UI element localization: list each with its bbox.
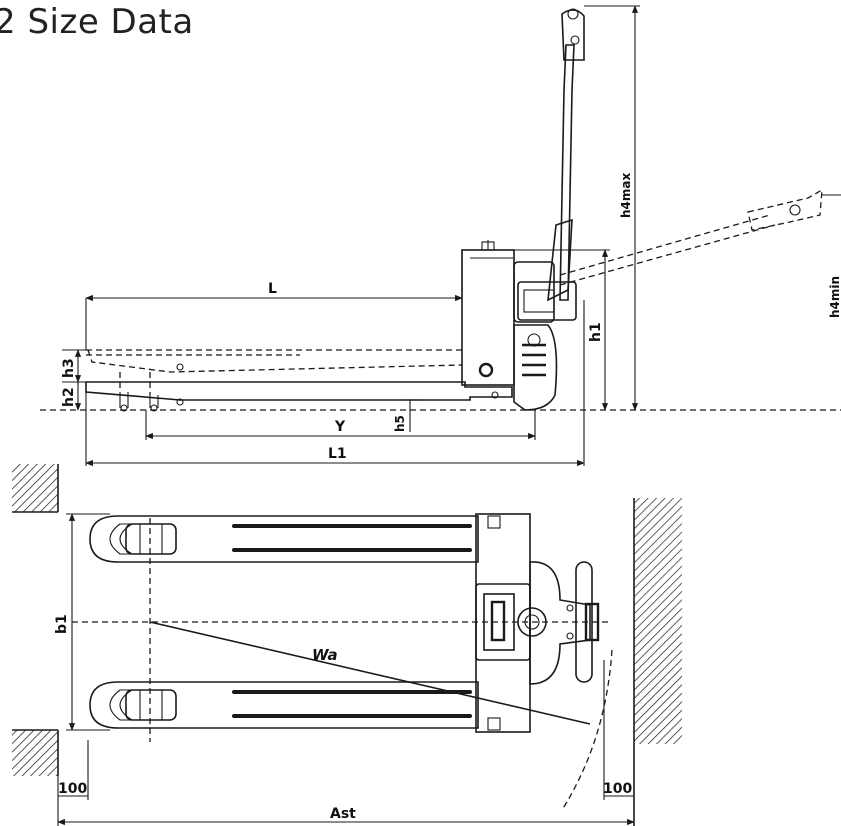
wall-right: [634, 498, 682, 744]
label-h3: h3: [61, 358, 77, 378]
dim-Y: Y: [145, 410, 536, 440]
dim-clearance-right: 100: [603, 660, 634, 800]
dim-h5: h5: [393, 399, 420, 432]
dim-b1: b1: [54, 513, 110, 731]
label-b1: b1: [54, 614, 70, 634]
label-clearance-right: 100: [603, 781, 632, 797]
turning-arc: [561, 649, 613, 811]
dim-Ast: Ast: [57, 806, 635, 826]
label-h2: h2: [61, 387, 77, 407]
drive-unit: [513, 261, 577, 411]
fork-upper: [89, 515, 479, 563]
label-h1: h1: [588, 322, 604, 342]
label-Y: Y: [334, 419, 346, 435]
wall-bottom-left: [12, 730, 58, 776]
fork-lower: [89, 681, 479, 729]
dim-L: L: [85, 250, 463, 350]
side-view: L h3 h2 Y h5 L1: [40, 5, 841, 467]
label-h5: h5: [393, 415, 407, 432]
label-L1: L1: [328, 446, 347, 462]
dim-L1: L1: [85, 300, 585, 467]
label-h4max: h4max: [619, 173, 633, 218]
tiller-upright: [547, 8, 585, 302]
chassis-bolt: [478, 362, 494, 378]
wall-top-left: [12, 464, 58, 512]
dim-h1: h1: [514, 249, 610, 411]
dim-clearance-left: 100: [57, 740, 89, 826]
label-Wa: Wa: [312, 646, 338, 664]
label-L: L: [268, 281, 277, 297]
dim-h2-h3: h3 h2: [61, 349, 86, 411]
page-title: 2 Size Data: [0, 2, 194, 42]
label-Ast: Ast: [330, 806, 356, 822]
load-rollers: [119, 363, 184, 412]
dim-h4min: h4min: [822, 194, 841, 318]
label-h4min: h4min: [828, 276, 841, 318]
fork-raised-outline: [86, 349, 463, 373]
top-view: Wa b1 100 100 Ast: [12, 464, 682, 826]
drive-unit-top: [517, 561, 600, 685]
tiller-lowered: [559, 188, 823, 286]
wa-line: [149, 621, 591, 725]
label-clearance-left: 100: [58, 781, 87, 797]
dim-h4max: h4max: [584, 5, 640, 411]
